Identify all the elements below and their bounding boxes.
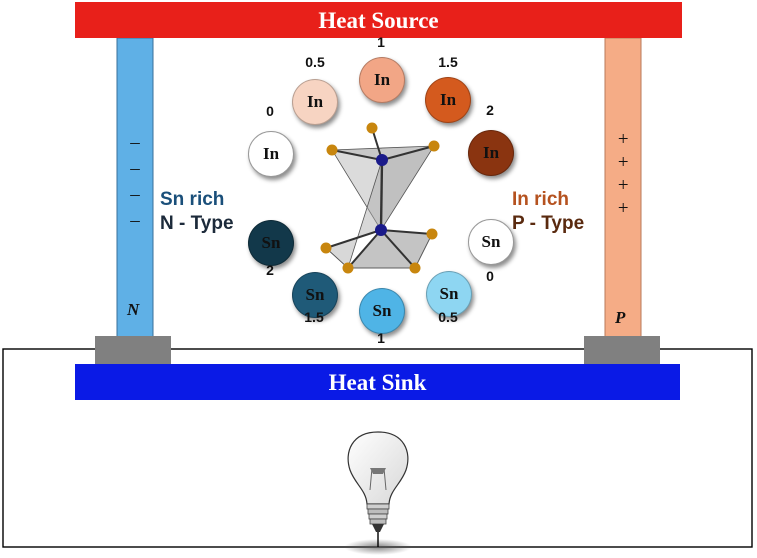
p-leg-charge-sign: + bbox=[616, 198, 630, 219]
ligand-atom bbox=[320, 242, 332, 254]
p-type-leg bbox=[604, 37, 642, 339]
left-contact-pad bbox=[95, 336, 171, 366]
center-atom bbox=[376, 154, 388, 166]
n-leg-charge-sign: – bbox=[130, 210, 140, 231]
p-leg-charge-sign: + bbox=[616, 175, 630, 196]
composition-value-label: 1 bbox=[377, 330, 385, 346]
composition-value-label: 0 bbox=[266, 103, 274, 119]
p-type-label: In rich P - Type bbox=[512, 188, 584, 236]
n-leg-charge-sign: – bbox=[130, 184, 140, 205]
in-atom-sphere: In bbox=[292, 79, 338, 125]
sn-atom-sphere: Sn bbox=[359, 288, 405, 334]
ligand-atom bbox=[342, 262, 354, 274]
n-leg-charge-sign: – bbox=[130, 158, 140, 179]
p-leg-charge-sign: + bbox=[616, 129, 630, 150]
composition-value-label: 0.5 bbox=[305, 54, 325, 70]
center-atom bbox=[375, 224, 387, 236]
composition-value-label: 0 bbox=[486, 268, 494, 284]
p-leg-letter: P bbox=[615, 308, 626, 327]
ligand-atom bbox=[409, 262, 421, 274]
in-atom-sphere: In bbox=[248, 131, 294, 177]
n-type-text: N - Type bbox=[160, 213, 234, 234]
crystal-structure bbox=[320, 122, 440, 274]
heat-sink-bar bbox=[75, 364, 680, 400]
composition-value-label: 1 bbox=[377, 34, 385, 50]
composition-value-label: 2 bbox=[486, 102, 494, 118]
in-atom-sphere: In bbox=[468, 130, 514, 176]
light-bulb-icon bbox=[344, 431, 412, 555]
heat-sink-label: Heat Sink bbox=[328, 370, 427, 395]
n-type-label: Sn rich N - Type bbox=[160, 188, 234, 236]
composition-value-label: 1.5 bbox=[304, 309, 324, 325]
in-atom-sphere: In bbox=[359, 57, 405, 103]
p-type-text: P - Type bbox=[512, 213, 585, 234]
sn-atom-sphere: Sn bbox=[468, 219, 514, 265]
sn-rich-text: Sn rich bbox=[160, 189, 225, 210]
right-contact-pad bbox=[584, 336, 660, 366]
p-leg-charge-sign: + bbox=[616, 152, 630, 173]
sn-atom-sphere: Sn bbox=[426, 271, 472, 317]
composition-value-label: 2 bbox=[266, 262, 274, 278]
sn-atom-sphere: Sn bbox=[248, 220, 294, 266]
n-leg-charge-sign: – bbox=[130, 132, 140, 153]
ligand-atom bbox=[426, 228, 438, 240]
ligand-atom bbox=[366, 122, 378, 134]
in-atom-sphere: In bbox=[425, 77, 471, 123]
composition-value-label: 1.5 bbox=[438, 54, 458, 70]
ligand-atom bbox=[428, 140, 440, 152]
composition-value-label: 0.5 bbox=[438, 309, 458, 325]
n-leg-letter: N bbox=[127, 300, 140, 319]
in-rich-text: In rich bbox=[512, 189, 570, 210]
heat-source-bar bbox=[75, 2, 682, 38]
sn-atom-sphere: Sn bbox=[292, 272, 338, 318]
heat-source-label: Heat Source bbox=[318, 8, 439, 33]
ligand-atom bbox=[326, 144, 338, 156]
